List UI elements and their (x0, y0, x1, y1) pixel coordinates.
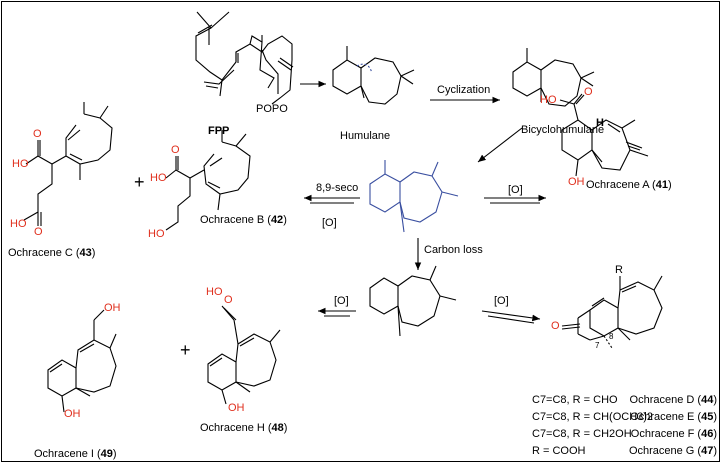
ochracene-h-label: Ochracene H (48) (200, 422, 288, 434)
carbon-loss-label: Carbon loss (424, 244, 483, 256)
ochracene-b-ho: HO (150, 172, 167, 184)
c7-label: 7 (595, 341, 600, 350)
ochracene-c-label: Ochracene C (43) (8, 247, 96, 259)
ochracene-c-ho2: HO (10, 218, 27, 230)
ochracene-c-structure (23, 102, 113, 226)
fpp-label: FPP (208, 125, 230, 137)
series-row-compound: Ochracene E (45) (630, 411, 717, 423)
ochracene-h-structure (207, 305, 281, 405)
ochracene-i-label: Ochracene I (49) (34, 448, 117, 460)
series-row-compound: Ochracene G (47) (628, 445, 717, 457)
arrows (300, 80, 546, 324)
bicyclohumulane-structure (512, 48, 595, 107)
ochracene-dg-structure (561, 275, 663, 349)
ketone-o: O (551, 320, 560, 332)
ochracene-c-o2: O (34, 226, 43, 238)
carbon-loss-intermediate (369, 265, 457, 337)
bicyclohumulane-label: Bicyclohumulane (521, 124, 605, 136)
ochracene-a-structure (559, 93, 649, 177)
ochracene-i-oh2: OH (64, 408, 81, 420)
ochracene-b-ho2: HO (148, 228, 165, 240)
ochracene-c-o: O (33, 128, 42, 140)
oxidation-label-3: [O] (334, 295, 349, 307)
oxidation-label-4: [O] (494, 295, 509, 307)
plus-sign-1: + (134, 172, 145, 192)
plus-sign-2: + (180, 340, 191, 360)
fpp-structure (195, 11, 294, 105)
r-group-label: R (615, 264, 623, 276)
ochracene-i-oh: OH (104, 302, 121, 314)
cyclization-label: Cyclization (437, 84, 491, 96)
humulane-structure (332, 46, 415, 105)
oxidation-label-1: [O] (322, 217, 337, 229)
central-intermediate (369, 160, 459, 233)
humulane-label: Humulane (340, 130, 391, 142)
series-row-condition: C7=C8, R = CH(OCH3)2 (532, 411, 654, 423)
series-row-condition: C7=C8, R = CHO (532, 394, 618, 406)
seco-label: 8,9-seco (316, 182, 359, 194)
oxidation-label-2: [O] (508, 184, 523, 196)
c8-label: 8 (609, 332, 614, 341)
ochracene-a-ho: HO (540, 94, 557, 106)
ochracene-a-o: O (584, 86, 593, 98)
ochracene-c-ho: HO (12, 158, 29, 170)
popo-label: POPO (256, 103, 288, 115)
ochracene-b-structure (165, 130, 251, 231)
series-row-compound: Ochracene F (46) (630, 428, 717, 440)
series-row-condition: C7=C8, R = CH2OH (532, 428, 632, 440)
ochracene-a-h: H (596, 117, 604, 129)
series-row-condition: R = COOH (532, 445, 586, 457)
ochracene-a-oh: OH (568, 176, 585, 188)
ochracene-h-ho: HO (206, 286, 223, 298)
ochracene-i-structure (47, 309, 117, 413)
ochracene-a-label: Ochracene A (41) (586, 179, 672, 191)
ochracene-h-oh: OH (228, 402, 245, 414)
series-row-compound: Ochracene D (44) (629, 394, 717, 406)
ochracene-b-label: Ochracene B (42) (200, 214, 287, 226)
ochracene-b-o: O (171, 144, 180, 156)
ochracene-h-o: O (224, 294, 233, 306)
